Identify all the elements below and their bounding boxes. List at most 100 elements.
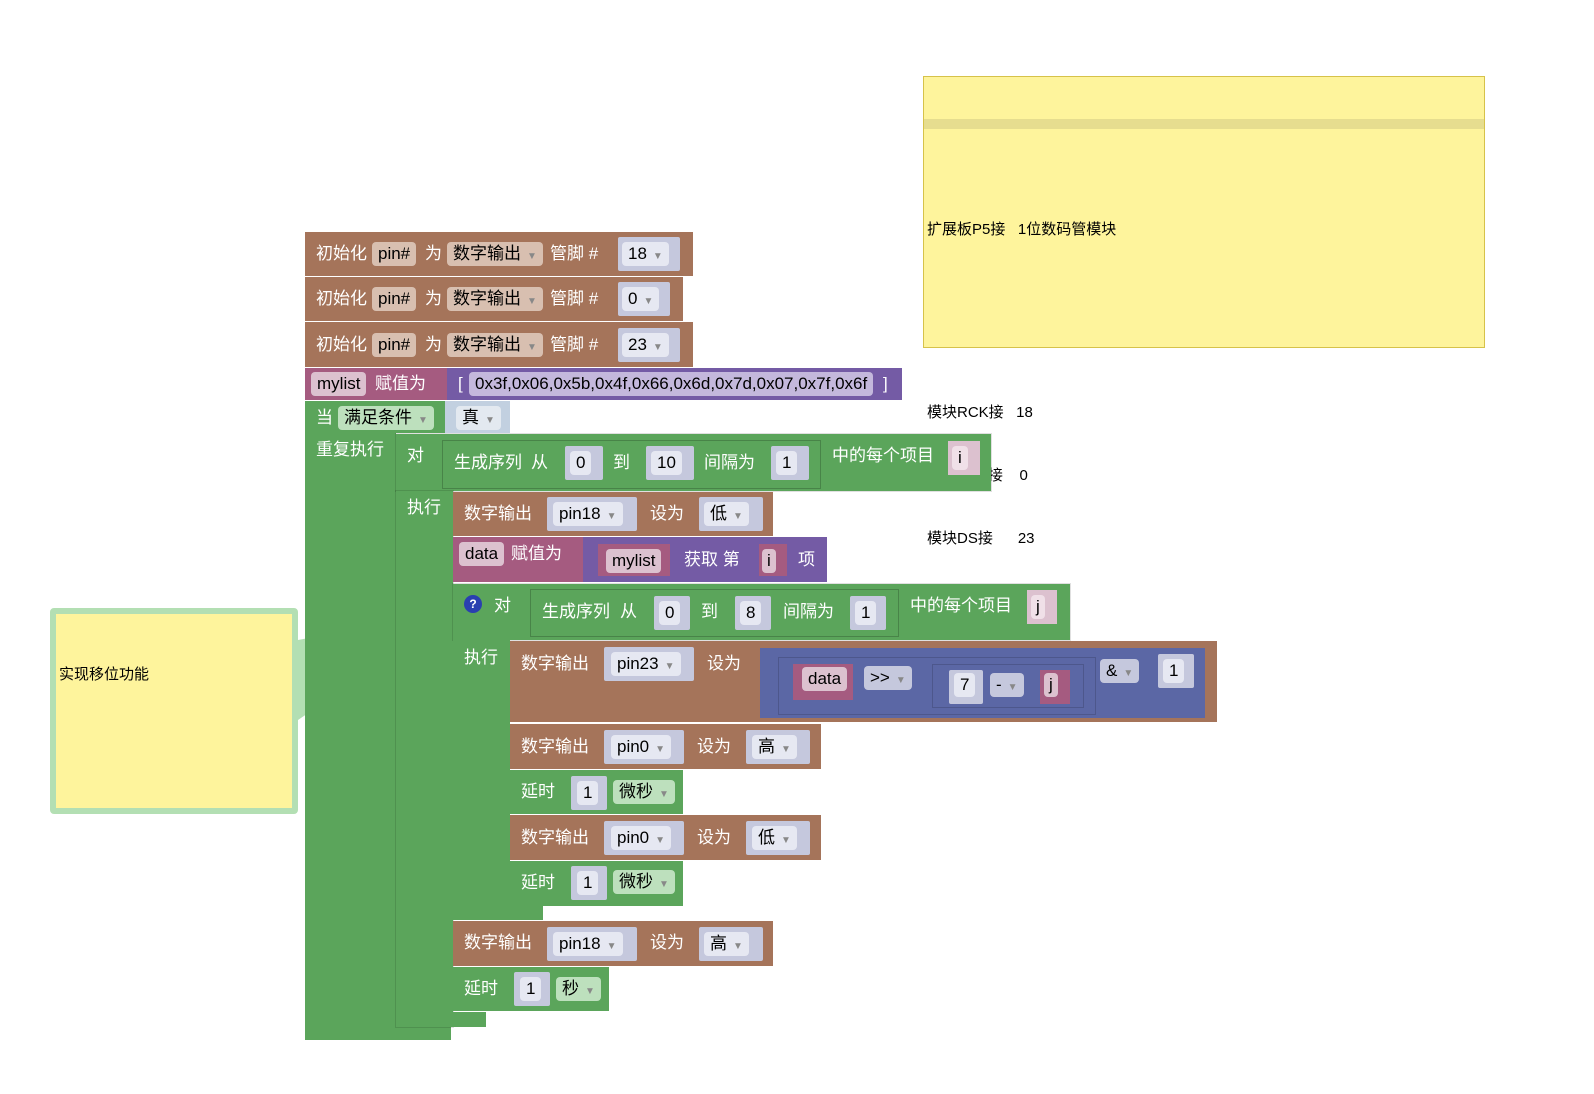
while-body-column <box>305 433 396 1040</box>
operator-value: & <box>1106 661 1118 680</box>
init-label: 初始化 <box>316 289 367 308</box>
from-value[interactable]: 0 <box>659 601 681 625</box>
pin-value: pin18 <box>559 504 601 523</box>
variable-field[interactable]: data <box>459 542 505 566</box>
for-i-bottom-arm <box>396 1012 486 1027</box>
level-dropdown[interactable]: 低▼ <box>752 826 797 850</box>
step-value[interactable]: 1 <box>776 451 798 475</box>
to-label: 到 <box>701 602 718 621</box>
comment-line: 模块RCK接 18 <box>927 404 1033 421</box>
level-dropdown[interactable]: 高▼ <box>752 735 797 759</box>
pin-dropdown[interactable]: pin18 ▼ <box>553 932 623 956</box>
chevron-down-icon: ▼ <box>659 789 669 800</box>
set-label: 设为 <box>697 737 731 756</box>
variable-field[interactable]: mylist <box>311 372 367 396</box>
shift-operator-dropdown[interactable]: >> ▼ <box>864 666 912 690</box>
set-label: 设为 <box>707 654 741 673</box>
for-label: 对 <box>407 446 424 465</box>
number-value[interactable]: 7 <box>954 673 976 697</box>
pin-dropdown[interactable]: 23 ▼ <box>622 333 669 357</box>
unit-value: 秒 <box>562 979 579 998</box>
chevron-down-icon: ▼ <box>418 415 428 426</box>
pin-dropdown[interactable]: pin23▼ <box>611 652 681 676</box>
pin-dropdown[interactable]: 0▼ <box>622 287 660 311</box>
each-label: 中的每个项目 <box>832 446 934 465</box>
to-value[interactable]: 8 <box>740 601 762 625</box>
pin-dropdown[interactable]: 18▼ <box>622 242 669 266</box>
pin-dropdown[interactable]: pin0▼ <box>611 735 672 759</box>
comment-note-left[interactable]: 实现移位功能 <box>50 608 298 814</box>
range-block[interactable] <box>442 440 821 489</box>
chevron-down-icon: ▼ <box>585 986 595 997</box>
unit-value: 微秒 <box>619 782 653 801</box>
pin-var-field[interactable]: pin# <box>372 242 417 266</box>
digital-write-label: 数字输出 <box>521 737 589 756</box>
chevron-down-icon: ▼ <box>1123 668 1134 679</box>
level-dropdown[interactable]: 低▼ <box>704 502 749 526</box>
number-value[interactable]: 1 <box>1163 659 1185 683</box>
do-label: 执行 <box>464 648 498 667</box>
chevron-down-icon: ▼ <box>527 251 537 262</box>
index-var[interactable]: i <box>762 549 776 573</box>
help-icon[interactable]: ? <box>464 595 482 613</box>
comment-line: 模块DS接 23 <box>927 530 1035 547</box>
list-var[interactable]: mylist <box>606 549 662 573</box>
pin-var-field[interactable]: pin# <box>372 333 417 357</box>
step-label: 间隔为 <box>783 602 834 621</box>
operator-value: >> <box>870 668 890 687</box>
step-value[interactable]: 1 <box>855 601 877 625</box>
chevron-down-icon: ▼ <box>606 941 617 952</box>
bracket-close: ] <box>883 374 888 393</box>
chevron-down-icon: ▼ <box>1007 682 1018 693</box>
for-i-body-column <box>395 490 454 1028</box>
chevron-down-icon: ▼ <box>781 835 791 846</box>
delay-value[interactable]: 1 <box>577 781 599 805</box>
to-label: 到 <box>613 453 630 472</box>
from-value[interactable]: 0 <box>570 451 592 475</box>
loop-var-i[interactable]: i <box>952 446 968 470</box>
mode-dropdown[interactable]: 数字输出▼ <box>447 333 543 357</box>
chevron-down-icon: ▼ <box>659 879 669 890</box>
and-operator-dropdown[interactable]: &▼ <box>1100 659 1140 683</box>
do-label: 执行 <box>407 498 441 517</box>
to-value[interactable]: 10 <box>651 451 682 475</box>
chevron-down-icon: ▼ <box>895 675 906 686</box>
delay-value[interactable]: 1 <box>577 871 599 895</box>
mode-dropdown[interactable]: 数字输出 ▼ <box>447 242 543 266</box>
j-var[interactable]: j <box>1044 673 1058 697</box>
comment-header[interactable] <box>924 119 1484 129</box>
mode-dropdown[interactable]: 数字输出▼ <box>447 287 543 311</box>
unit-dropdown[interactable]: 秒▼ <box>556 977 601 1001</box>
each-label: 中的每个项目 <box>910 596 1012 615</box>
pin-dropdown[interactable]: pin18 ▼ <box>553 502 623 526</box>
level-value: 高 <box>710 934 727 953</box>
pin-dropdown[interactable]: pin0▼ <box>611 826 672 850</box>
mode-value: 数字输出 <box>453 335 521 354</box>
condition-mode-dropdown[interactable]: 满足条件▼ <box>338 406 434 430</box>
unit-dropdown[interactable]: 微秒 ▼ <box>613 780 675 804</box>
chevron-down-icon: ▼ <box>652 342 663 353</box>
for-label: 对 <box>494 596 511 615</box>
minus-operator-dropdown[interactable]: -▼ <box>990 673 1024 697</box>
chevron-down-icon: ▼ <box>733 941 743 952</box>
get-label: 获取 第 <box>684 550 740 569</box>
digital-write-label: 数字输出 <box>521 828 589 847</box>
range-block[interactable] <box>530 589 899 637</box>
pin-label: 管脚 # <box>550 244 599 263</box>
chevron-down-icon: ▼ <box>655 744 666 755</box>
pin-var-field[interactable]: pin# <box>372 287 417 311</box>
loop-var-j[interactable]: j <box>1031 595 1045 619</box>
level-dropdown[interactable]: 高▼ <box>704 932 749 956</box>
delay-value[interactable]: 1 <box>520 977 542 1001</box>
data-var[interactable]: data <box>802 667 848 691</box>
chevron-down-icon: ▼ <box>643 296 654 307</box>
digital-write-label: 数字输出 <box>464 504 532 523</box>
boolean-dropdown[interactable]: 真▼ <box>456 406 501 430</box>
unit-dropdown[interactable]: 微秒▼ <box>613 870 675 894</box>
list-values-field[interactable]: 0x3f,0x06,0x5b,0x4f,0x66,0x6d,0x7d,0x07,… <box>469 372 874 396</box>
pin-value: 23 <box>628 335 647 354</box>
chevron-down-icon: ▼ <box>606 511 617 522</box>
as-label: 为 <box>425 244 442 263</box>
pin-value: pin18 <box>559 934 601 953</box>
mode-value: 数字输出 <box>453 244 521 263</box>
